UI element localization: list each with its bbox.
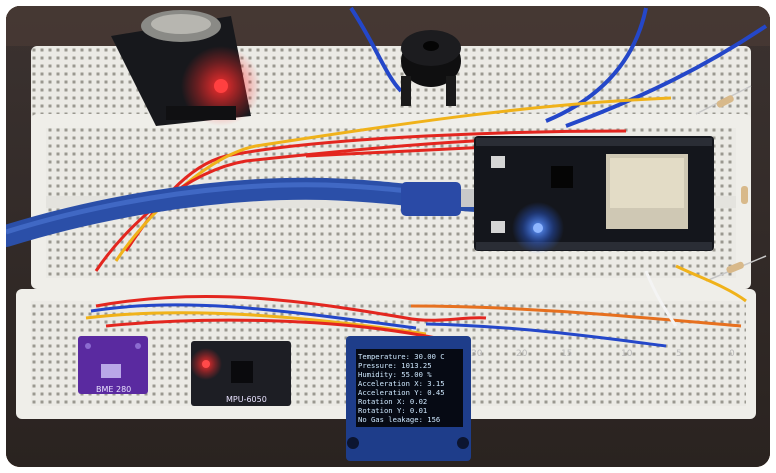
- oled-line: Temperature: 30.00 C: [358, 352, 445, 361]
- oled-screen: [356, 349, 463, 427]
- oled-display: Temperature: 30.00 C Pressure: 1013.25 H…: [346, 336, 471, 461]
- bb-number: 20: [516, 349, 528, 359]
- oled-line: Rotation X: 0.02: [358, 397, 427, 406]
- status-led: [533, 223, 543, 233]
- bb-number: 30: [471, 349, 483, 359]
- oled-line: Humidity: 55.00 %: [358, 370, 432, 379]
- usb-plug: [401, 182, 461, 216]
- mpu6050-sensor: MPU-6050: [190, 341, 291, 406]
- circuit-photo: 30 20 15 10 5 0: [6, 6, 770, 467]
- wire-blue: [349, 6, 403, 93]
- bme280-label: BME 280: [96, 385, 131, 394]
- wire-blue: [90, 303, 417, 330]
- mpu-label: MPU-6050: [226, 395, 267, 404]
- bme280-sensor: BME 280: [78, 336, 148, 394]
- oled-line: Pressure: 1013.25: [358, 361, 432, 370]
- photo: 30 20 15 10 5 0: [6, 6, 770, 467]
- oled-line: Acceleration X: 3.15: [358, 379, 445, 388]
- resistors: [695, 85, 767, 282]
- oled-line: No Gas leakage: 156: [358, 415, 440, 424]
- bb-number: 0: [729, 349, 735, 359]
- buzzer: [401, 30, 461, 106]
- oled-line: Rotation Y: 0.01: [358, 406, 427, 415]
- mpu-led: [202, 360, 210, 368]
- wire-blue: [545, 7, 648, 123]
- bb-number: 15: [561, 349, 572, 359]
- wire-orange: [410, 304, 742, 328]
- oled-line: Acceleration Y: 0.45: [358, 388, 445, 397]
- breadboard-column-numbers: 30 20 15 10 5 0: [471, 349, 735, 359]
- bb-number: 10: [621, 349, 633, 359]
- bb-number: 5: [676, 349, 682, 359]
- power-led: [214, 79, 228, 93]
- esp32-board: [474, 136, 714, 254]
- gas-sensor-module: [111, 10, 261, 126]
